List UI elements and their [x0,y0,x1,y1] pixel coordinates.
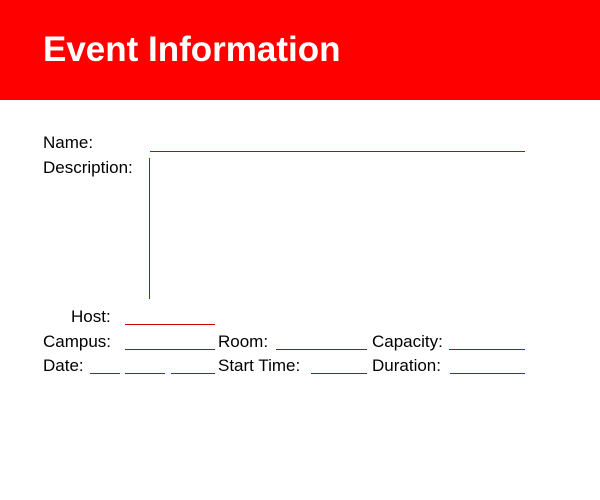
page-title: Event Information [43,30,341,69]
campus-label: Campus: [43,332,112,351]
room-label: Room: [218,332,269,351]
campus-field[interactable] [125,349,215,350]
host-field[interactable] [125,324,215,325]
room-field[interactable] [276,349,367,350]
capacity-label: Capacity: [372,332,443,351]
description-label: Description: [43,158,133,177]
name-label: Name: [43,133,94,152]
header-bar: Event Information [0,0,600,100]
date-year-field[interactable] [171,373,215,374]
date-day-field[interactable] [125,373,165,374]
duration-field[interactable] [450,373,525,374]
name-field[interactable] [150,151,525,152]
start-time-field[interactable] [311,373,367,374]
duration-label: Duration: [372,356,441,375]
start-time-label: Start Time: [218,356,301,375]
capacity-field[interactable] [449,349,525,350]
date-label: Date: [43,356,84,375]
date-month-field[interactable] [90,373,120,374]
host-label: Host: [71,307,111,326]
description-field[interactable] [149,158,150,299]
